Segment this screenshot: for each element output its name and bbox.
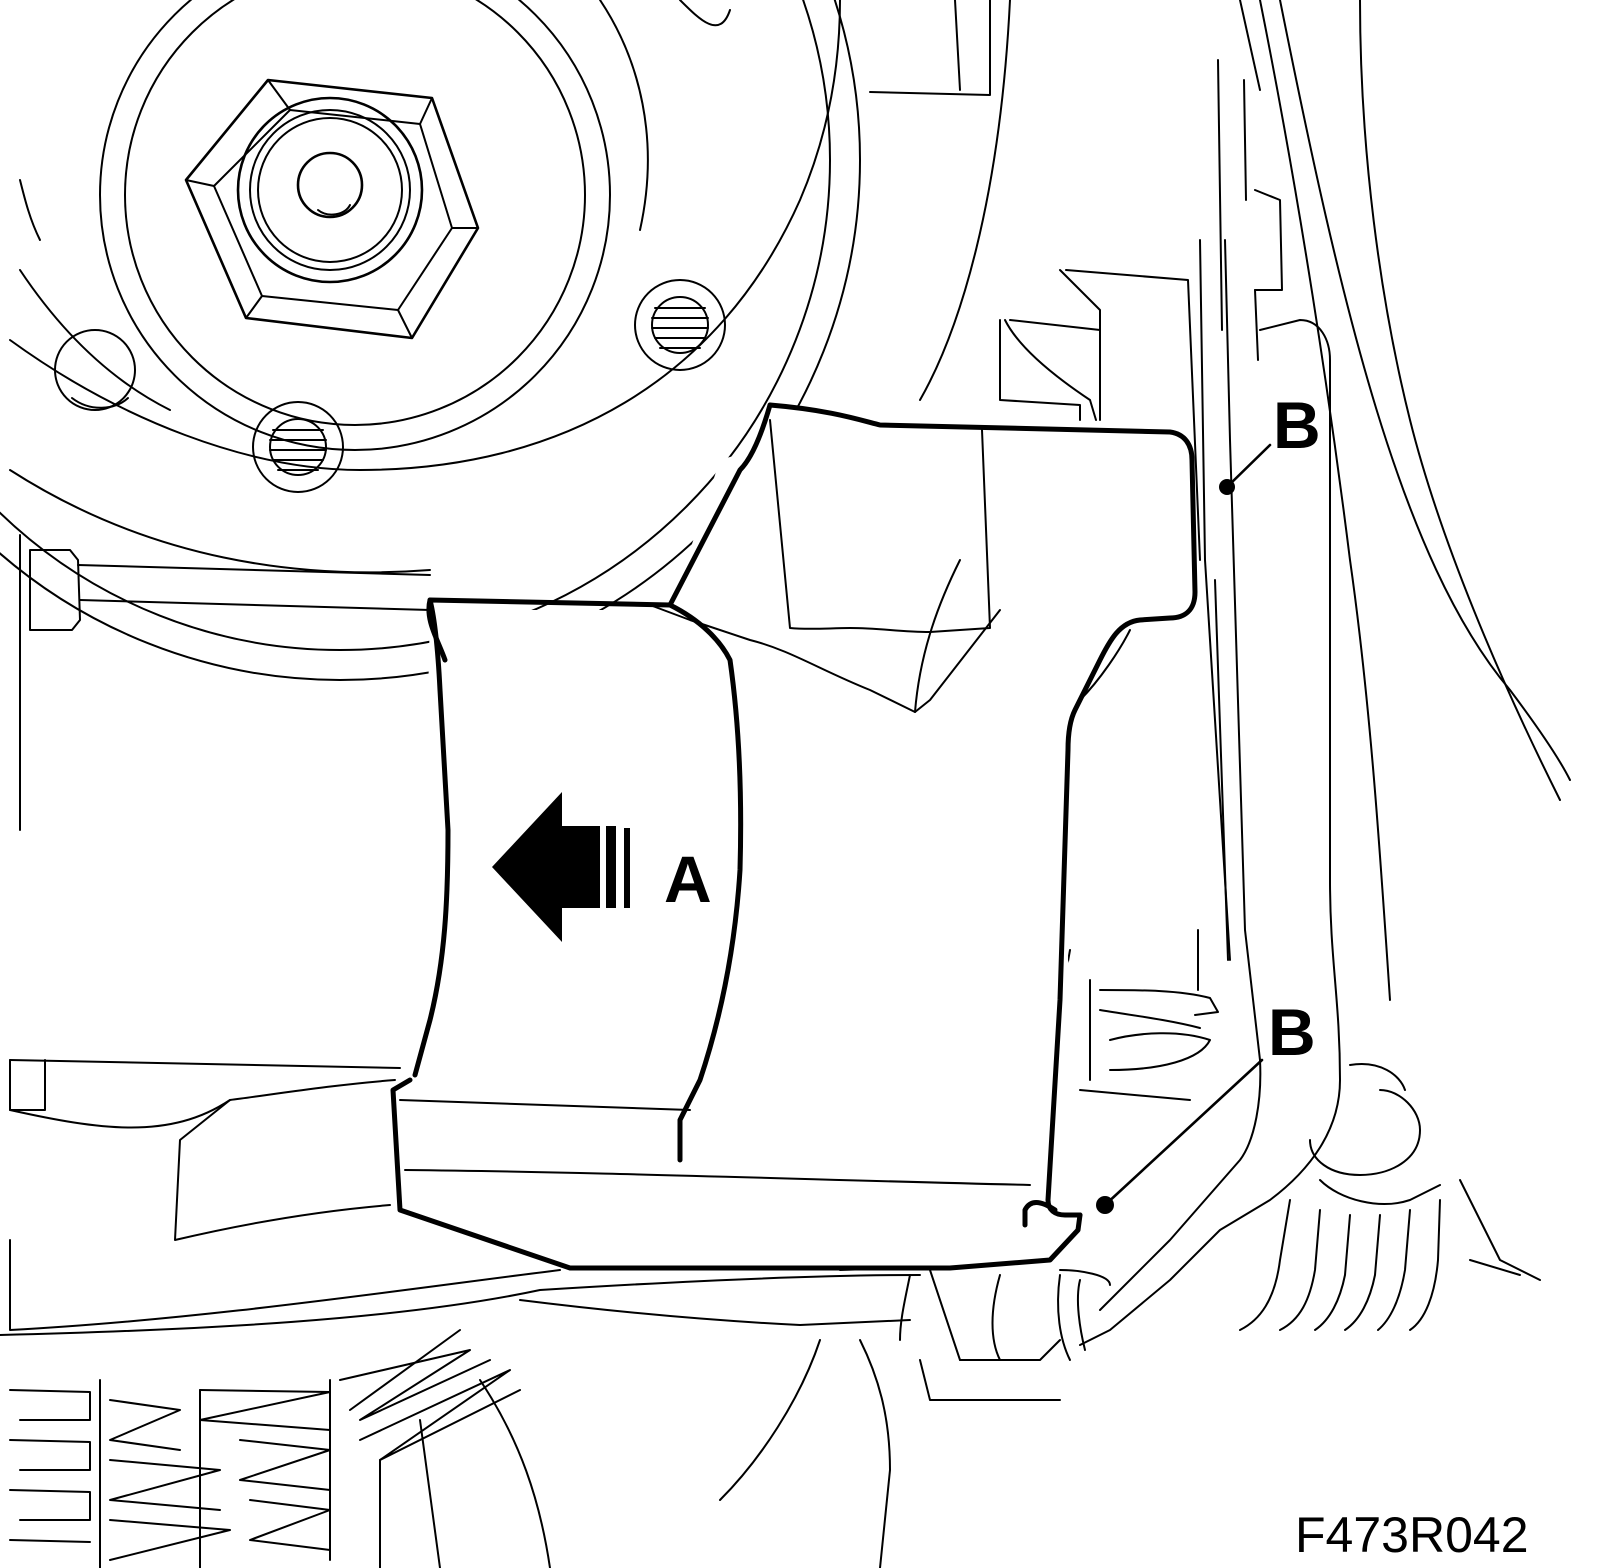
spring-coils — [9, 1329, 551, 1568]
callout-leader-b-upper — [1219, 443, 1272, 495]
pulley-flange — [0, 0, 861, 681]
figure-code: F473R042 — [1295, 1507, 1529, 1563]
hex-nut — [184, 78, 480, 340]
special-tool-a — [390, 402, 1198, 1286]
callout-label-a: A — [664, 842, 712, 916]
threaded-hole-upper — [634, 279, 726, 371]
callout-label-b-upper: B — [1273, 388, 1321, 462]
callout-leader-b-lower — [1096, 1058, 1264, 1214]
housing-right — [869, 0, 1571, 1346]
callout-label-b-lower: B — [1268, 995, 1316, 1069]
shaft-left — [0, 534, 1086, 1568]
threaded-hole-lower — [252, 401, 344, 493]
flange-hole-left — [54, 329, 136, 411]
center-bolt — [236, 96, 424, 284]
direction-arrow-left — [492, 792, 630, 942]
